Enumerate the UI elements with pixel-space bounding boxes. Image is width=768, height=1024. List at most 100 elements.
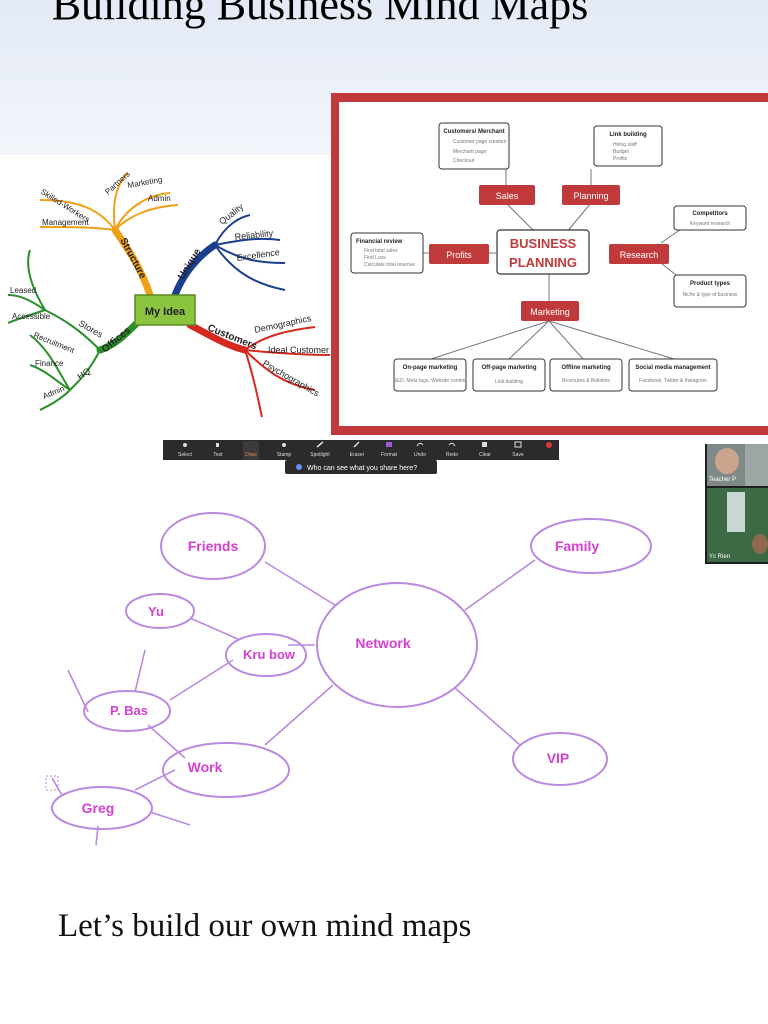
work-label: Work <box>188 759 223 775</box>
toolbar-bar <box>163 440 559 460</box>
yu-node <box>125 593 195 629</box>
accessible-label: Accessible <box>12 312 51 321</box>
participant-tile[interactable]: Teacher P <box>707 444 768 486</box>
link-building-box <box>593 125 663 167</box>
unique-extra-line <box>214 244 286 291</box>
research-node <box>609 244 669 264</box>
niche-text: Niche & type of business <box>682 292 738 298</box>
toolbar-label: Clear <box>479 452 491 458</box>
offpage-marketing-title: Off-page marketing <box>481 365 536 371</box>
redo-icon <box>448 442 456 447</box>
toolbar-text-button[interactable]: Text <box>213 443 223 458</box>
onpage-marketing-text: SEO, Meta tags, Website content <box>393 378 467 384</box>
toolbar-draw-button[interactable]: Draw <box>243 441 259 460</box>
financial-review-box <box>350 232 424 274</box>
management-line <box>39 226 116 231</box>
stores-line <box>44 309 101 351</box>
participant-avatar <box>752 534 768 554</box>
sales-node <box>479 185 535 205</box>
product-types-title: Product types <box>690 281 731 287</box>
my-idea-box <box>134 294 196 326</box>
cursor-icon <box>183 443 187 447</box>
toolbar-label: Draw <box>245 452 257 458</box>
kru-bow-label: Kru bow <box>243 647 296 662</box>
offpage-marketing-box <box>472 358 546 392</box>
share-notice-pill[interactable] <box>285 460 437 474</box>
unique-branch <box>171 241 219 299</box>
network-label: Network <box>355 635 410 651</box>
marketing-line <box>114 192 171 231</box>
toolbar-label: Spotlight <box>310 452 330 458</box>
reliability-label: Reliability <box>234 228 274 242</box>
research-label: Research <box>620 250 659 260</box>
ideal-customer-label: Ideal Customer <box>268 345 329 355</box>
offpage-marketing-text: Link building <box>495 379 523 385</box>
business-planning-box <box>496 229 590 275</box>
hiring-staff-item: Hiring staff <box>613 142 637 148</box>
planning-label: Planning <box>573 191 608 201</box>
social-media-box <box>628 358 718 392</box>
participant-name: Teacher P <box>709 477 736 483</box>
annotation-toolbar: Select Text Draw Stamp Spotlight Eraser … <box>163 440 559 474</box>
toolbar-label: Text <box>213 452 223 458</box>
customers-branch <box>186 321 249 354</box>
checkout-item: Checkout <box>453 158 475 164</box>
toolbar-spotlight-button[interactable]: Spotlight <box>310 441 330 458</box>
idea-map-background <box>0 155 340 420</box>
network-node <box>316 582 478 708</box>
planning-center-label: PLANNING <box>509 255 577 270</box>
profits-node <box>429 244 489 264</box>
close-toolbar-icon[interactable] <box>546 442 552 448</box>
psychographics-line <box>244 349 316 391</box>
competitors-box <box>673 205 747 231</box>
demographics-line <box>244 326 316 351</box>
toolbar-stamp-button[interactable]: Stamp <box>277 443 292 458</box>
toolbar-save-button[interactable]: Save <box>512 441 524 458</box>
admin-office-line <box>39 389 71 411</box>
customers-merchant-box <box>438 122 510 170</box>
quality-line <box>214 214 251 246</box>
toolbar-undo-button[interactable]: Undo <box>414 442 426 458</box>
admin-label: Admin <box>148 194 171 203</box>
toolbar-redo-button[interactable]: Redo <box>446 442 458 458</box>
onpage-marketing-title: On-page marketing <box>403 365 458 371</box>
structure-branch <box>111 226 154 299</box>
calculate-revenue-item: Calculate total revenue <box>364 262 415 268</box>
kru-bow-node <box>225 633 307 677</box>
waterfall-background <box>727 492 745 532</box>
competitors-title: Competitors <box>692 211 728 217</box>
greg-node <box>51 786 153 830</box>
ideal-customer-line <box>244 349 331 356</box>
link-building-title: Link building <box>609 132 647 138</box>
toolbar-label: Undo <box>414 452 426 458</box>
finance-line <box>29 364 71 391</box>
participant-tile[interactable]: Yc Rien <box>707 488 768 562</box>
greg-label: Greg <box>82 800 115 816</box>
network-mind-map: Network Friends Family Yu Kru bow P. Bas… <box>45 512 652 846</box>
undo-icon <box>416 442 424 447</box>
toolbar-label: Select <box>178 452 193 458</box>
friends-node <box>160 512 266 580</box>
finance-label: Finance <box>35 359 64 368</box>
keyword-research-text: Keyword research <box>690 221 731 227</box>
toolbar-select-button[interactable]: Select <box>178 443 193 458</box>
pen-icon <box>243 441 259 460</box>
toolbar-label: Eraser <box>350 452 365 458</box>
share-notice-text: Who can see what you share here? <box>307 465 417 472</box>
toolbar-clear-button[interactable]: Clear <box>479 442 491 458</box>
teacher-video-bg <box>745 444 768 486</box>
accessible-line <box>7 309 46 324</box>
offline-marketing-box <box>549 358 623 392</box>
find-total-sales-item: Find total sales <box>364 248 398 254</box>
customer-page-item: Customer page creation <box>453 139 507 145</box>
yu-label: Yu <box>148 604 164 619</box>
business-label: BUSINESS <box>510 236 577 251</box>
marketing-node <box>521 301 579 321</box>
toolbar-format-button[interactable]: Format <box>381 442 398 458</box>
stamp-icon <box>282 443 286 447</box>
p-bas-node <box>83 690 171 732</box>
social-media-text: Facebook, Twitter & Instagram <box>639 378 707 384</box>
people-icon <box>296 464 302 470</box>
financial-review-title: Financial review <box>356 239 403 245</box>
toolbar-eraser-button[interactable]: Eraser <box>350 441 365 458</box>
